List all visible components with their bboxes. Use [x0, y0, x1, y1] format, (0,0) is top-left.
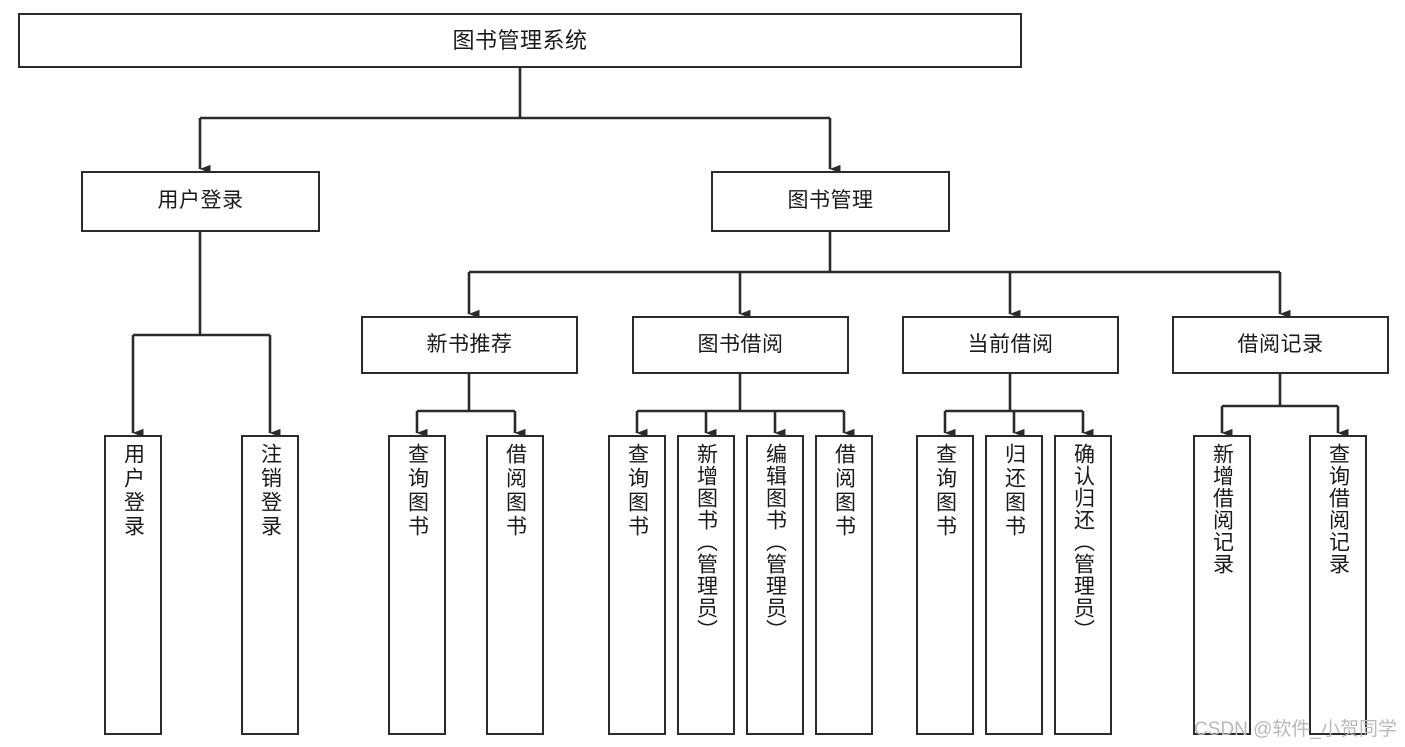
node-root-book-management-system[interactable]: 图书管理系统: [18, 13, 1022, 68]
leaf-current-borrow-return-book[interactable]: 归还图书: [985, 435, 1043, 735]
node-label: 编辑图书（管理员）: [763, 443, 787, 641]
node-label: 查询图书: [625, 443, 649, 539]
node-label: 新书推荐: [426, 332, 513, 356]
node-label: 查询图书: [405, 443, 429, 539]
leaf-book-borrow-add-book-admin[interactable]: 新增图书（管理员）: [677, 435, 735, 735]
leaf-new-book-borrow-book[interactable]: 借阅图书: [486, 435, 544, 735]
node-book-borrow[interactable]: 图书借阅: [632, 316, 849, 374]
leaf-book-borrow-borrow-book[interactable]: 借阅图书: [815, 435, 873, 735]
node-label: 借阅记录: [1237, 332, 1324, 356]
node-label: 新增借阅记录: [1210, 443, 1234, 575]
node-user-login[interactable]: 用户登录: [81, 171, 320, 232]
node-borrow-record[interactable]: 借阅记录: [1172, 316, 1389, 374]
leaf-new-book-query-book[interactable]: 查询图书: [388, 435, 446, 735]
node-label: 借阅图书: [503, 443, 527, 539]
node-book-management[interactable]: 图书管理: [711, 171, 950, 232]
watermark-text: CSDN @软件_小贺同学: [1194, 719, 1397, 740]
node-label: 用户登录: [121, 443, 145, 539]
node-label: 查询借阅记录: [1326, 443, 1350, 575]
node-label: 借阅图书: [832, 443, 856, 539]
leaf-current-borrow-confirm-return-admin[interactable]: 确认归还（管理员）: [1054, 435, 1112, 735]
node-label: 当前借阅: [967, 332, 1054, 356]
leaf-user-login-login[interactable]: 用户登录: [104, 435, 162, 735]
leaf-user-login-logout[interactable]: 注销登录: [241, 435, 299, 735]
node-label: 查询图书: [933, 443, 957, 539]
leaf-current-borrow-query-book[interactable]: 查询图书: [916, 435, 974, 735]
node-label: 图书管理: [787, 189, 874, 213]
node-label: 新增图书（管理员）: [694, 443, 718, 641]
node-label: 图书借阅: [697, 332, 784, 356]
node-label: 注销登录: [258, 443, 282, 539]
leaf-book-borrow-edit-book-admin[interactable]: 编辑图书（管理员）: [746, 435, 804, 735]
node-current-borrow[interactable]: 当前借阅: [902, 316, 1119, 374]
leaf-borrow-record-query-record[interactable]: 查询借阅记录: [1309, 435, 1367, 735]
node-label: 用户登录: [157, 189, 244, 213]
node-new-book-recommendation[interactable]: 新书推荐: [361, 316, 578, 374]
leaf-book-borrow-query-book[interactable]: 查询图书: [608, 435, 666, 735]
node-label: 确认归还（管理员）: [1071, 443, 1095, 641]
node-label: 图书管理系统: [452, 27, 588, 53]
leaf-borrow-record-add-record[interactable]: 新增借阅记录: [1193, 435, 1251, 735]
node-label: 归还图书: [1002, 443, 1026, 539]
